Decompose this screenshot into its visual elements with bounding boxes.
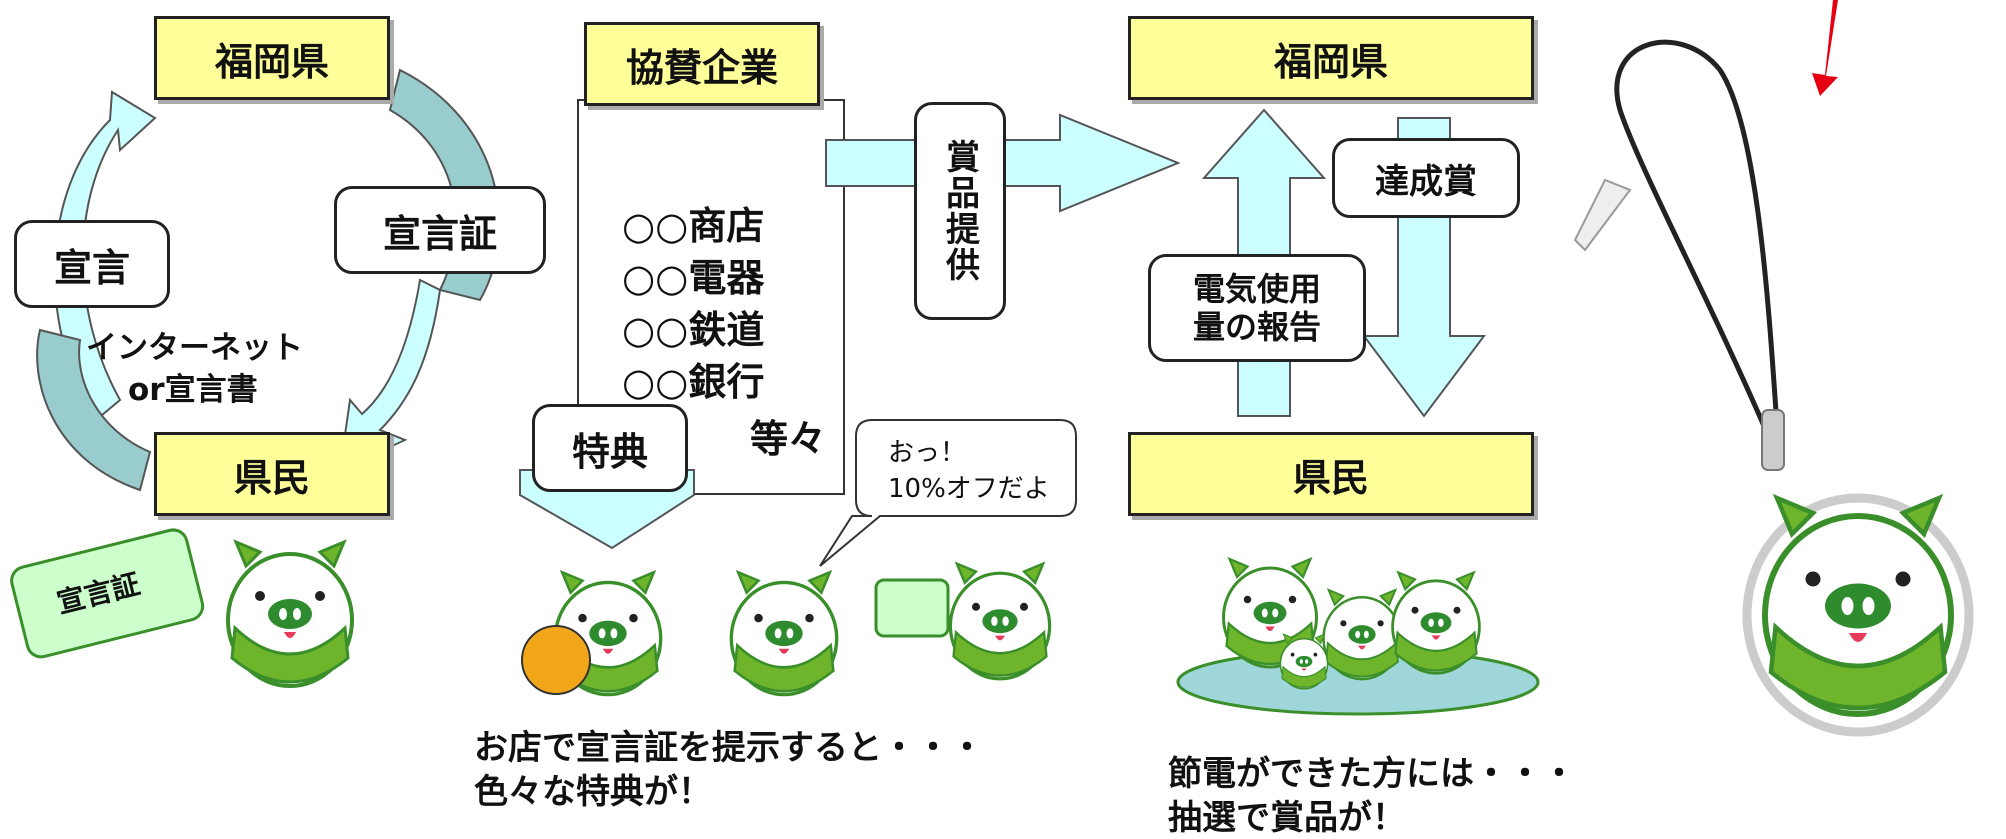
declaration-card	[10, 528, 205, 659]
shop-list: ○○商店 ○○電器 ○○鉄道 ○○銀行	[622, 200, 764, 408]
cycle-arrow-up	[53, 90, 157, 422]
method-line2: or宣言書	[128, 372, 258, 408]
method-line1: インターネット	[86, 330, 303, 366]
benefit-label: 特典	[532, 404, 688, 492]
strap-clasp	[1761, 409, 1785, 471]
award-label: 達成賞	[1332, 138, 1520, 218]
declare-label: 宣言	[14, 220, 170, 308]
shop-item: ○○鉄道	[622, 308, 765, 352]
certificate-label: 宣言証	[334, 186, 546, 274]
speech-line2: 10%オフだよ	[888, 474, 1050, 504]
small-card	[874, 578, 950, 638]
right-resident-box: 県民	[1128, 432, 1534, 516]
shopping-bag-icon	[521, 625, 591, 695]
mascot-left	[226, 540, 354, 688]
shop-caption-line2: 色々な特典が！	[474, 772, 712, 812]
mascot-family-child	[1279, 633, 1329, 690]
right-prefecture-box: 福岡県	[1128, 16, 1534, 100]
shop-item: ○○商店	[622, 204, 765, 248]
report-line1: 電気使用	[1192, 270, 1321, 308]
cycle-arrow-back	[36, 328, 152, 492]
shop-item: ○○電器	[622, 256, 765, 300]
shop-item: ○○銀行	[622, 360, 765, 404]
left-resident-box: 県民	[154, 432, 390, 516]
saving-caption-line1: 節電ができた方には・・・	[1168, 754, 1576, 794]
strap-cord	[1614, 39, 1781, 441]
report-label: 電気使用 量の報告	[1148, 254, 1366, 362]
saving-caption-line2: 抽選で賞品が！	[1168, 798, 1406, 838]
etc-label: 等々	[750, 417, 827, 461]
mascot-family-2	[1322, 588, 1402, 681]
sponsor-box: 協賛企業	[584, 22, 820, 106]
report-line2: 量の報告	[1192, 308, 1321, 346]
prize-label: 賞品提供	[914, 102, 1006, 320]
mascot-strap	[1742, 493, 1974, 737]
pointer-arrow	[1812, 0, 1838, 96]
mascot-family-3	[1391, 571, 1481, 675]
strap-plug	[1573, 178, 1632, 252]
shop-caption-line1: お店で宣言証を提示すると・・・	[474, 728, 984, 768]
mascot-fishmonger	[729, 570, 839, 697]
mascot-card	[948, 561, 1052, 681]
left-prefecture-box: 福岡県	[154, 16, 390, 100]
speech-bubble	[819, 419, 1077, 567]
speech-line1: おっ！	[888, 438, 967, 468]
